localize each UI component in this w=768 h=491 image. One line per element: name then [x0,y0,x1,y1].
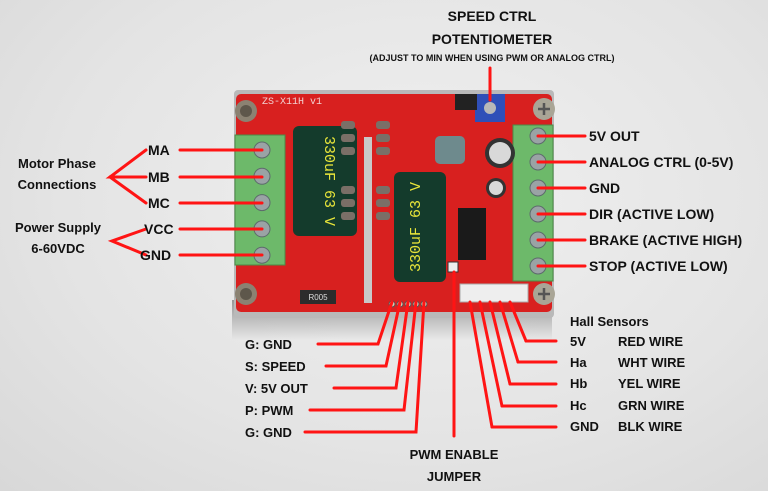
capacitor-2: 330uF 63 V [394,172,446,282]
motor-group-line2: Connections [17,177,97,192]
pin-label-5v-out: 5V OUT [589,128,640,144]
pin-label-mb: MB [148,169,170,185]
electrolytic-cap-small [485,138,515,168]
inductor [435,136,465,164]
hall-pin-5v: 5V [570,334,586,349]
pin-label-gnd-right: GND [589,180,621,196]
shunt-resistor [300,290,336,304]
hall-pin-hb: Hb [570,376,588,391]
hall-wire-blk: BLK WIRE [618,419,683,434]
mounting-screw [235,100,257,122]
capacitor-2-label: 330uF 63 V [408,182,425,272]
pin-label-vcc: VCC [144,221,174,237]
jumper-label-line1: PWM ENABLE [409,447,499,462]
electrolytic-cap-tiny [486,178,506,198]
pin-label-analog-ctrl: ANALOG CTRL (0-5V) [589,154,734,170]
header-label-g-gnd-2: G: GND [245,425,292,440]
motor-group-line1: Motor Phase [17,156,97,171]
pin-label-ma: MA [148,142,170,158]
hall-pin-gnd: GND [570,419,599,434]
title-line2: POTENTIOMETER [431,31,553,47]
pwm-jumper[interactable] [447,261,459,273]
header-label-v-5v-out: V: 5V OUT [245,381,308,396]
header-label-s-speed: S: SPEED [245,359,306,374]
pin-label-mc: MC [148,195,170,211]
hall-pin-ha: Ha [570,355,587,370]
board-model-label: ZS-X11H v1 [262,97,322,108]
hall-wire-grn: GRN WIRE [618,398,685,413]
terminal-block-right [512,124,554,282]
heat-bar [364,137,372,303]
capacitor-1: 330uF 63 V [293,126,357,236]
title-line1: SPEED CTRL [447,8,537,24]
hall-title: Hall Sensors [570,314,649,329]
speed-potentiometer[interactable] [475,94,505,122]
mounting-screw [533,98,555,120]
pin-label-dir: DIR (ACTIVE LOW) [589,206,715,222]
capacitor-1-label: 330uF 63 V [320,136,337,226]
driver-ic [458,208,486,260]
header-label-g-gnd-1: G: GND [245,337,292,352]
power-group-line2: 6-60VDC [31,241,85,256]
shunt-resistor-label: R005 [308,293,328,302]
pin-label-gnd: GND [140,247,172,263]
mounting-screw [533,283,555,305]
title-note: (ADJUST TO MIN WHEN USING PWM OR ANALOG … [369,53,615,63]
mounting-screw [235,283,257,305]
mosfets [341,121,390,220]
pin-label-stop: STOP (ACTIVE LOW) [589,258,728,274]
header-label-p-pwm: P: PWM [245,403,294,418]
leader-lines [105,66,587,438]
hall-wire-wht: WHT WIRE [618,355,686,370]
hall-wire-yel: YEL WIRE [618,376,681,391]
pin-label-brake: BRAKE (ACTIVE HIGH) [589,232,743,248]
hall-wire-red: RED WIRE [618,334,683,349]
power-group-line1: Power Supply [15,220,101,235]
hall-pin-hc: Hc [570,398,587,413]
ic-regulator [455,94,477,110]
jumper-label-line2: JUMPER [426,469,482,484]
hall-connector[interactable] [459,283,529,303]
